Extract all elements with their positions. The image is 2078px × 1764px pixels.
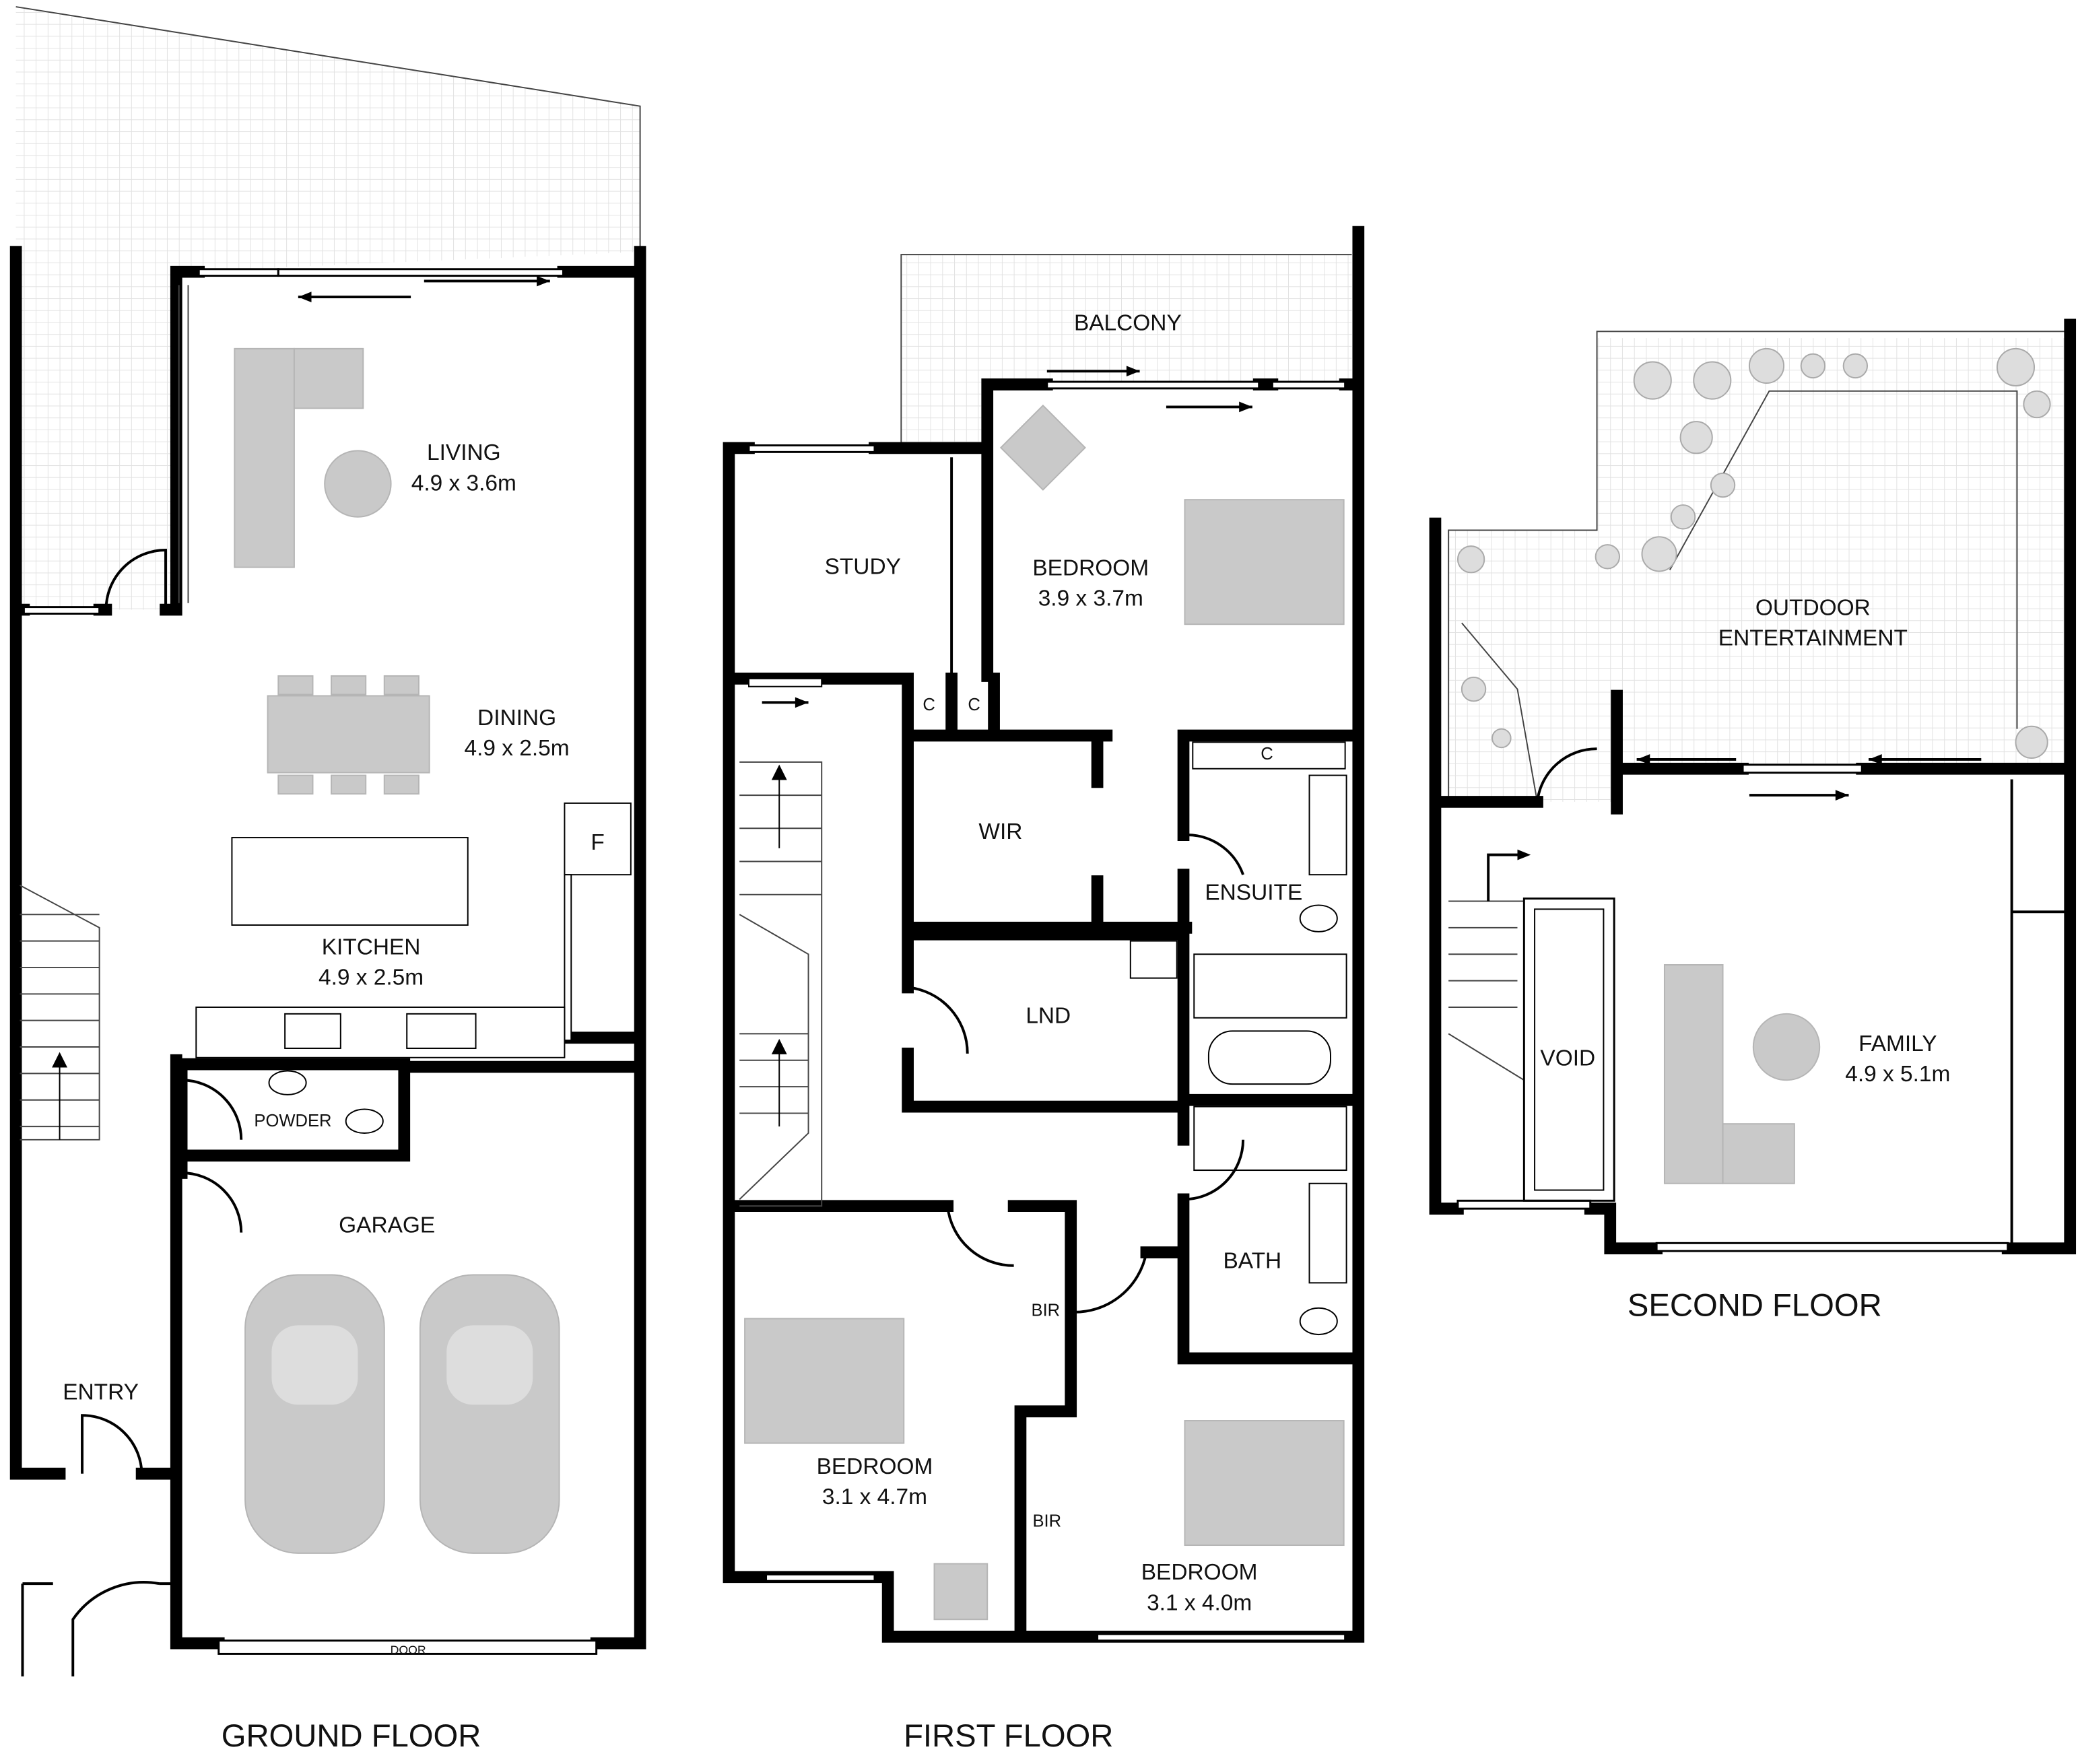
rear-terrace: [15, 7, 640, 610]
second-floor: OUTDOOR ENTERTAINMENT VOID FAMILY 4.9 x …: [1429, 318, 2077, 1324]
powder-label: POWDER: [254, 1112, 331, 1130]
first-floor-title: FIRST FLOOR: [904, 1718, 1113, 1754]
ground-floor: LIVING 4.9 x 3.6m DINING 4.9 x 2.5m KITC…: [9, 6, 646, 1754]
dining-table: [267, 695, 430, 774]
main-bedroom-label: BEDROOM: [1032, 555, 1149, 580]
family-label: FAMILY: [1858, 1031, 1937, 1056]
second-walls: [1429, 318, 2077, 1255]
ensuite-label: ENSUITE: [1205, 881, 1302, 906]
fridge: [564, 802, 632, 876]
planters: [1456, 347, 2051, 759]
kitchen-label: KITCHEN: [322, 935, 421, 959]
bedroom-3-label: BEDROOM: [1141, 1560, 1258, 1585]
void-area: [1522, 897, 1615, 1202]
car-2: [419, 1274, 560, 1554]
ground-walls: [9, 246, 646, 1650]
door-label: DOOR: [391, 1643, 426, 1656]
armchair: [999, 404, 1086, 491]
dining-label: DINING: [477, 706, 556, 731]
laundry-label: LND: [1026, 1004, 1071, 1029]
bedroom-3-size: 3.1 x 4.0m: [1147, 1590, 1252, 1615]
dining-chairs: [277, 675, 420, 795]
stairs: [1448, 900, 1525, 1200]
garage-door[interactable]: [217, 1639, 598, 1655]
bed-3: [1184, 1420, 1345, 1547]
sink-icon: [406, 1013, 477, 1049]
sofa: [234, 347, 364, 568]
garage-label: GARAGE: [339, 1213, 435, 1238]
bir-label: BIR: [1032, 1301, 1061, 1320]
stairs: [739, 761, 823, 1207]
coffee-table: [324, 450, 392, 518]
balcony-area: [901, 255, 1352, 444]
bedroom-2-label: BEDROOM: [817, 1454, 933, 1479]
sofa: [1663, 964, 1795, 1184]
ground-floor-title: GROUND FLOOR: [222, 1718, 481, 1754]
balcony-label: BALCONY: [1074, 310, 1182, 335]
main-bedroom-size: 3.9 x 3.7m: [1038, 586, 1143, 611]
wir-label: WIR: [978, 819, 1022, 844]
bath-label: BATH: [1224, 1249, 1282, 1274]
dining-size: 4.9 x 2.5m: [465, 736, 570, 761]
kitchen-island: [231, 837, 469, 926]
kitchen-bench: [195, 1007, 566, 1058]
bedroom-2-size: 3.1 x 4.7m: [822, 1485, 927, 1509]
coffee-table: [1752, 1013, 1821, 1081]
fridge-label: F: [591, 830, 604, 855]
main-bed: [1184, 499, 1345, 625]
first-floor: BALCONY STUDY BEDROOM 3.9 x 3.7m C C C W…: [723, 226, 1365, 1754]
living-label: LIVING: [427, 440, 501, 465]
bir-label: BIR: [1032, 1512, 1061, 1530]
second-floor-title: SECOND FLOOR: [1628, 1288, 1882, 1324]
closet-label: C: [968, 696, 980, 714]
outdoor-label: OUTDOOR: [1755, 595, 1871, 620]
living-size: 4.9 x 3.6m: [411, 471, 516, 496]
car-1: [244, 1274, 385, 1554]
study-label: STUDY: [825, 554, 901, 579]
closet-label: C: [923, 696, 935, 714]
family-size: 4.9 x 5.1m: [1845, 1062, 1950, 1087]
cooktop-icon: [284, 1013, 341, 1049]
chair: [933, 1563, 988, 1621]
kitchen-size: 4.9 x 2.5m: [319, 965, 424, 990]
entry-label: ENTRY: [63, 1380, 139, 1405]
outdoor-terrace: [1448, 338, 2068, 802]
bed-2: [744, 1318, 905, 1444]
outdoor-label-line2: ENTERTAINMENT: [1718, 626, 1908, 651]
closet-label: C: [1261, 745, 1273, 764]
void-label: VOID: [1540, 1046, 1595, 1071]
